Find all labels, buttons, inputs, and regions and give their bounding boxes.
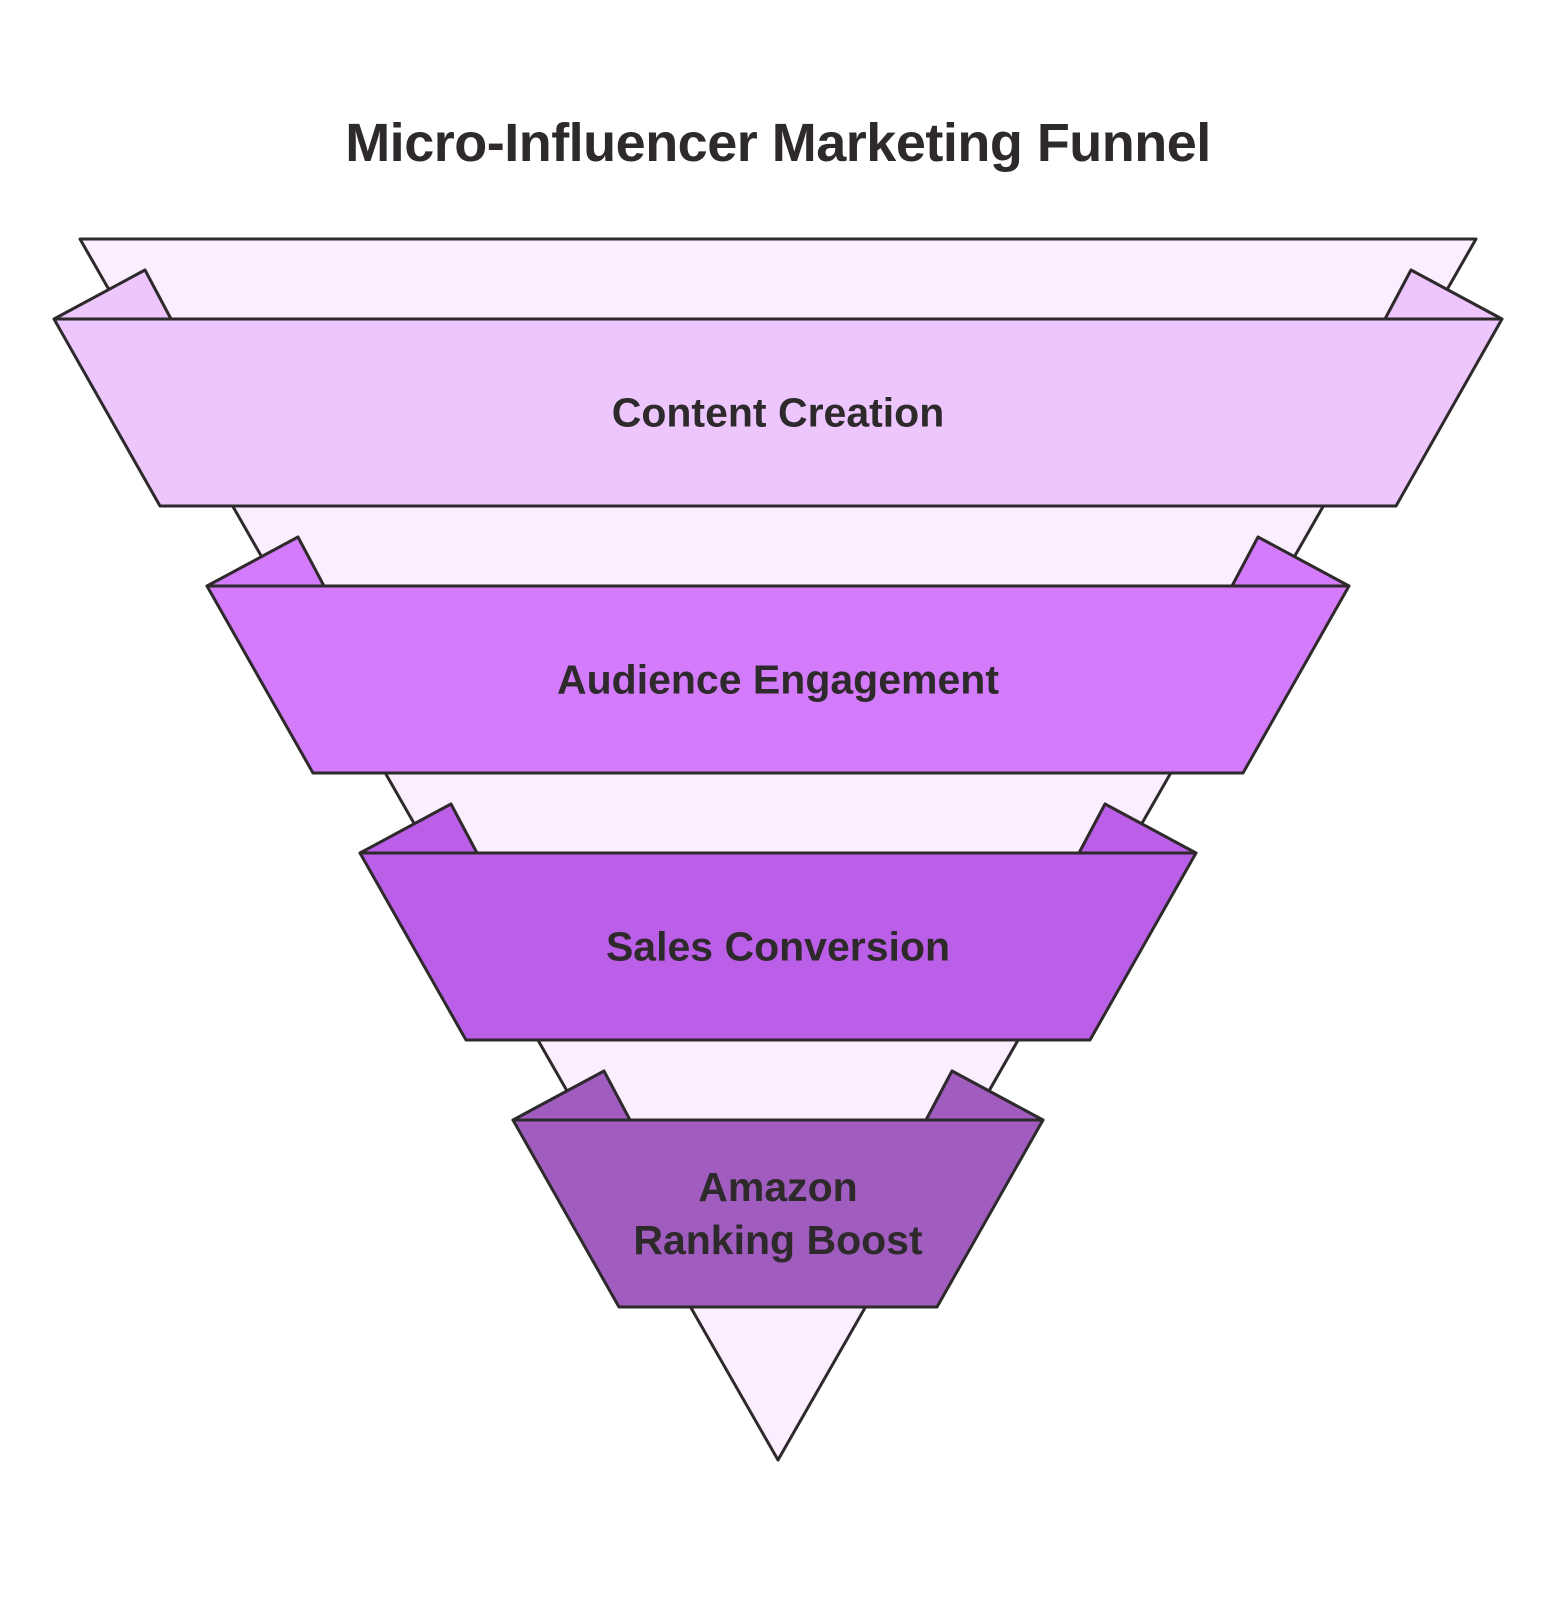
page-title: Micro-Influencer Marketing Funnel <box>345 113 1211 173</box>
stage-label-line: Sales Conversion <box>606 924 950 970</box>
stage-label-line: Ranking Boost <box>633 1217 923 1263</box>
funnel-stage: Content Creation <box>52 268 1504 508</box>
stage-band <box>358 851 1198 1042</box>
stage-band <box>205 584 1351 775</box>
stage-label-line: Audience Engagement <box>557 657 999 703</box>
stage-label-line: Amazon <box>698 1164 857 1210</box>
stage-label: Audience Engagement <box>557 657 999 703</box>
stage-label-line: Content Creation <box>612 390 945 436</box>
stage-label: Sales Conversion <box>606 924 950 970</box>
stage-label: Content Creation <box>612 390 945 436</box>
funnel-stage: Sales Conversion <box>358 802 1198 1042</box>
funnel-stage: Audience Engagement <box>205 535 1351 775</box>
stage-band <box>52 317 1504 508</box>
stage-band <box>511 1118 1045 1309</box>
